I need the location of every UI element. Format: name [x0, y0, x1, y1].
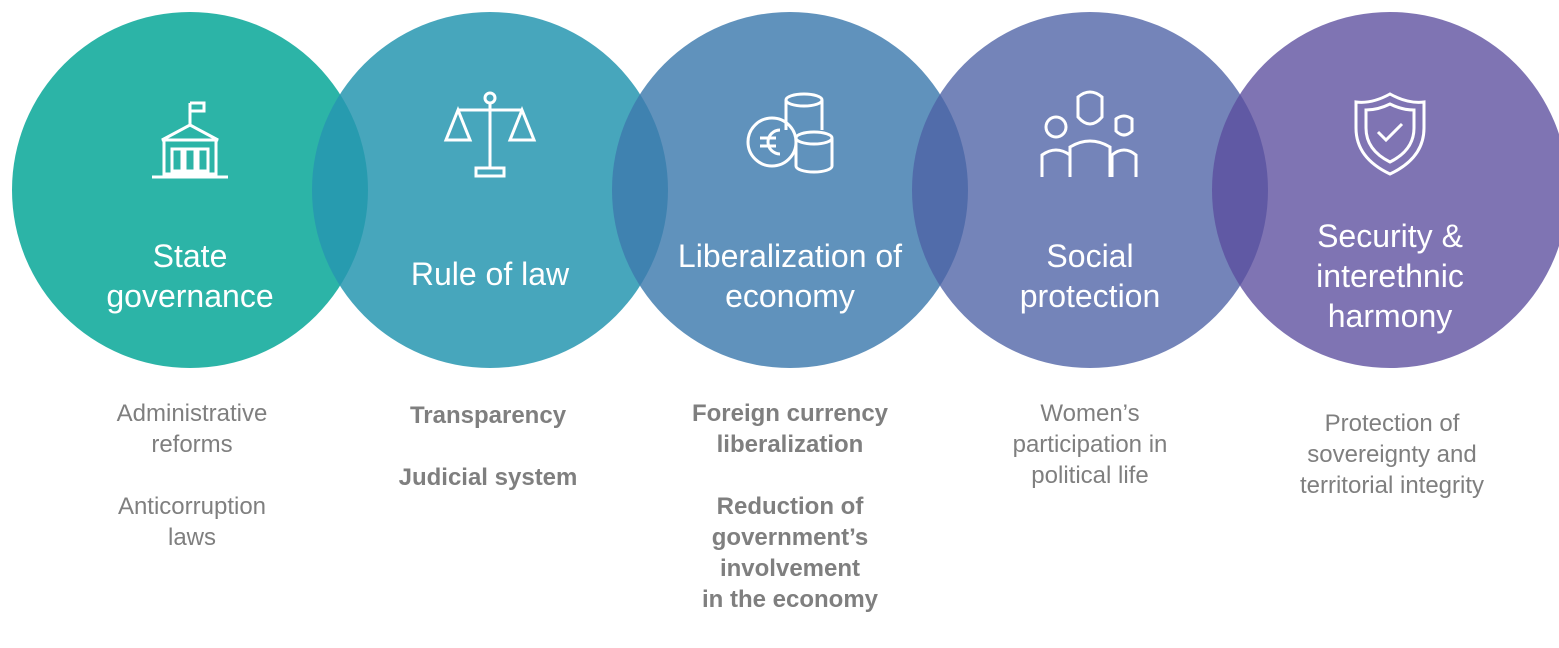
scales-of-justice-icon	[440, 88, 540, 188]
pillar-title-state-governance: State governance	[106, 238, 274, 314]
pillar-circle-security	[1212, 12, 1559, 368]
pillar-circle-social-protection	[912, 12, 1268, 368]
group-of-people-icon	[1040, 85, 1140, 185]
detail-item: Reduction of government’s involvement in…	[701, 493, 879, 613]
pillar-title-rule-of-law: Rule of law	[410, 256, 570, 292]
pillar-title-liberalization: Liberalization of economy	[677, 238, 903, 314]
detail-item: Protection of sovereignty and territoria…	[1299, 410, 1485, 499]
detail-item: Foreign currency liberalization	[691, 400, 889, 458]
detail-item: Transparency	[409, 402, 567, 429]
government-building-icon	[140, 95, 240, 195]
pillar-circle-liberalization	[612, 12, 968, 368]
pillar-title-social-protection: Social protection	[1019, 238, 1161, 314]
pillar-details-security: Protection of sovereignty and territoria…	[1262, 408, 1522, 532]
pillar-circle-state-governance	[12, 12, 368, 368]
detail-item: Judicial system	[398, 464, 578, 491]
pillar-details-state-governance: Administrative reforms Anticorruption la…	[62, 398, 322, 584]
detail-item: Women’s participation in political life	[1012, 400, 1168, 489]
shield-check-icon	[1340, 88, 1440, 188]
pillar-details-social-protection: Women’s participation in political life	[960, 398, 1220, 522]
detail-item: Anticorruption laws	[117, 493, 267, 551]
pillar-circle-rule-of-law	[312, 12, 668, 368]
pillar-details-liberalization: Foreign currency liberalization Reductio…	[660, 398, 920, 646]
pillar-title-security: Security & interethnic harmony	[1316, 218, 1464, 334]
pillar-details-rule-of-law: Transparency Judicial system	[358, 400, 618, 524]
detail-item: Administrative reforms	[116, 400, 268, 458]
euro-coins-icon	[742, 88, 842, 188]
